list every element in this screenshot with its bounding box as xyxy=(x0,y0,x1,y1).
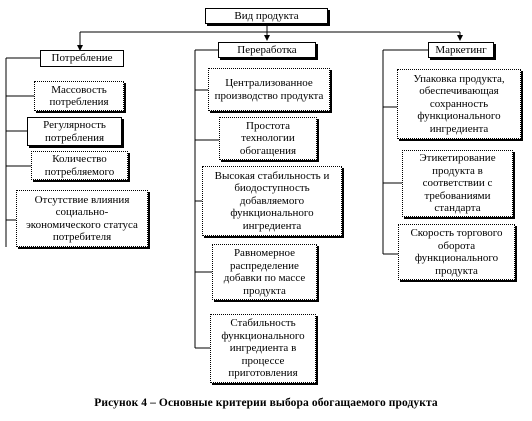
processing-item-4-label: Равномерное распределение добавки по мас… xyxy=(223,247,306,297)
processing-item-3: Высокая стабильность и биодоступность до… xyxy=(202,166,342,236)
figure-caption: Рисунок 4 – Основные критерии выбора обо… xyxy=(94,397,438,409)
marketing-header: Маркетинг xyxy=(428,42,494,58)
processing-item-5-label: Стабильность функционального ингредиента… xyxy=(221,317,305,380)
consumption-item-1: Массовость потребления xyxy=(34,81,124,111)
consumption-item-2: Регулярность потребления xyxy=(27,117,122,146)
processing-item-5: Стабильность функционального ингредиента… xyxy=(210,314,316,383)
processing-item-2: Простота технологии обогащения xyxy=(219,117,317,160)
marketing-item-1: Упаковка продукта, обеспечивающая сохран… xyxy=(397,69,521,139)
consumption-item-2-label: Регулярность потребления xyxy=(43,119,106,144)
processing-item-4: Равномерное распределение добавки по мас… xyxy=(212,244,317,300)
processing-title: Переработка xyxy=(237,43,297,56)
marketing-item-1-label: Упаковка продукта, обеспечивающая сохран… xyxy=(413,72,505,135)
root-label: Вид продукта xyxy=(234,9,299,22)
consumption-title: Потребление xyxy=(51,52,113,65)
consumption-item-3: Количество потребляемого xyxy=(31,151,128,180)
marketing-item-2-label: Этикетирование продукта в соответствии с… xyxy=(419,152,496,215)
consumption-item-1-label: Массовость потребления xyxy=(49,83,109,109)
processing-item-1-label: Централизованное производство продукта xyxy=(214,77,324,102)
processing-item-1: Централизованное производство продукта xyxy=(208,68,330,111)
consumption-item-4-label: Отсутствие влияния социально-экономическ… xyxy=(26,193,138,244)
marketing-title: Маркетинг xyxy=(435,43,487,56)
processing-header: Переработка xyxy=(218,42,316,58)
consumption-header: Потребление xyxy=(40,50,124,67)
consumption-item-4: Отсутствие влияния социально-экономическ… xyxy=(16,190,148,247)
processing-item-3-label: Высокая стабильность и биодоступность до… xyxy=(214,169,330,232)
processing-item-2-label: Простота технологии обогащения xyxy=(239,119,297,157)
marketing-item-3: Скорость торгового оборота функционально… xyxy=(398,224,515,280)
consumption-item-3-label: Количество потребляемого xyxy=(44,153,115,178)
root-node: Вид продукта xyxy=(205,8,328,24)
marketing-item-2: Этикетирование продукта в соответствии с… xyxy=(402,150,513,217)
marketing-item-3-label: Скорость торгового оборота функционально… xyxy=(410,227,503,277)
